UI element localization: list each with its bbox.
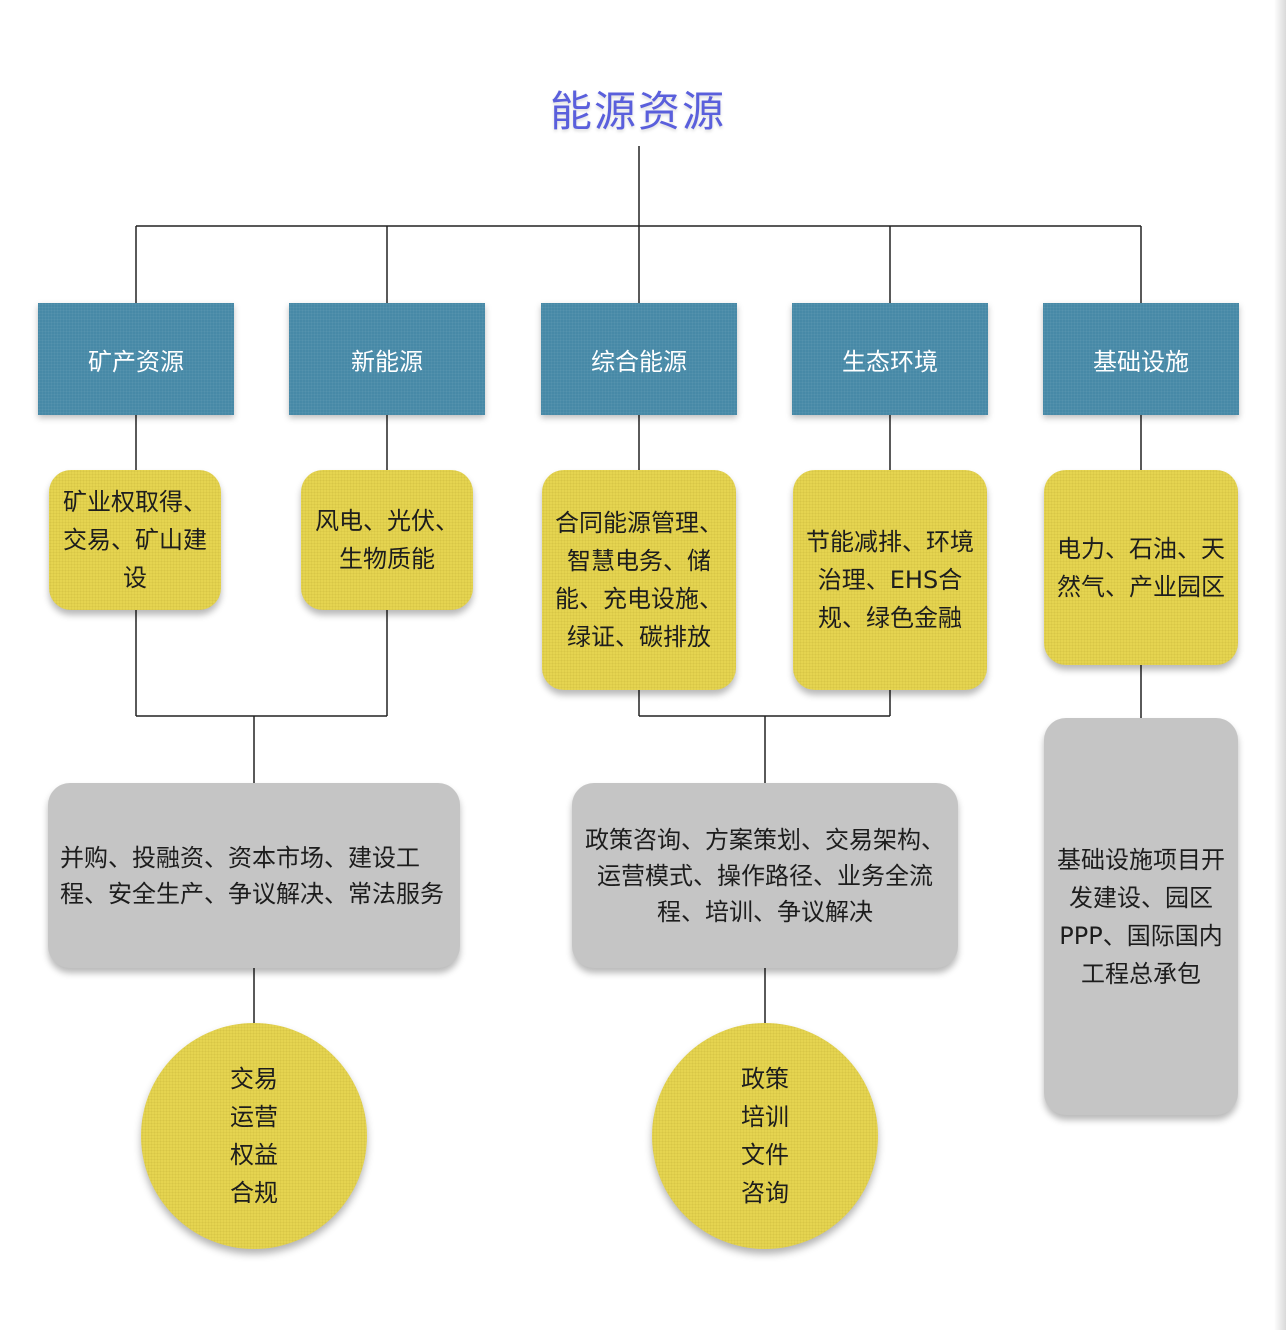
subarea-integrated-energy: 合同能源管理、智慧电务、储能、充电设施、绿证、碳排放: [542, 470, 736, 690]
category-label: 生态环境: [842, 347, 938, 376]
focus-line: 交易: [230, 1065, 278, 1093]
page-edge-shadow: [1274, 0, 1286, 1330]
focus-line: 文件: [741, 1141, 789, 1169]
focus-line: 合规: [230, 1179, 278, 1207]
subarea-ecological: 节能减排、环境治理、EHS合规、绿色金融: [793, 470, 987, 690]
subarea-new-energy: 风电、光伏、生物质能: [301, 470, 473, 610]
category-ecological-environment: 生态环境: [792, 303, 988, 415]
services-box-left: 并购、投融资、资本市场、建设工程、安全生产、争议解决、常法服务: [48, 783, 460, 968]
focus-line: 运营: [230, 1103, 278, 1131]
services-box-right: 基础设施项目开发建设、园区PPP、国际国内工程总承包: [1044, 718, 1238, 1115]
subarea-mineral: 矿业权取得、交易、矿山建设: [49, 470, 221, 610]
category-mineral-resources: 矿产资源: [38, 303, 234, 415]
focus-line: 咨询: [741, 1179, 789, 1207]
subarea-text: 电力、石油、天然气、产业园区: [1057, 534, 1225, 601]
focus-line: 政策: [741, 1065, 789, 1093]
category-new-energy: 新能源: [289, 303, 485, 415]
services-box-middle: 政策咨询、方案策划、交易架构、运营模式、操作路径、业务全流程、培训、争议解决: [572, 783, 958, 968]
category-label: 新能源: [351, 347, 423, 376]
category-infrastructure: 基础设施: [1043, 303, 1239, 415]
category-label: 综合能源: [591, 347, 687, 376]
diagram-title: 能源资源: [549, 87, 726, 136]
subarea-text: 节能减排、环境治理、EHS合规、绿色金融: [806, 528, 974, 632]
subarea-text: 矿业权取得、交易、矿山建设: [63, 488, 207, 592]
services-text: 基础设施项目开发建设、园区PPP、国际国内工程总承包: [1057, 845, 1225, 988]
focus-circle-left: 交易 运营 权益 合规: [141, 1023, 367, 1249]
focus-line: 权益: [230, 1141, 278, 1169]
services-text: 并购、投融资、资本市场、建设工程、安全生产、争议解决、常法服务: [60, 843, 444, 908]
subarea-text: 风电、光伏、生物质能: [315, 507, 459, 573]
subarea-infrastructure: 电力、石油、天然气、产业园区: [1044, 470, 1238, 665]
focus-line: 培训: [741, 1103, 789, 1131]
services-text: 政策咨询、方案策划、交易架构、运营模式、操作路径、业务全流程、培训、争议解决: [585, 825, 945, 926]
category-label: 矿产资源: [88, 347, 184, 376]
focus-circle-middle: 政策 培训 文件 咨询: [652, 1023, 878, 1249]
category-label: 基础设施: [1093, 347, 1189, 376]
category-integrated-energy: 综合能源: [541, 303, 737, 415]
subarea-text: 合同能源管理、智慧电务、储能、充电设施、绿证、碳排放: [555, 509, 723, 651]
